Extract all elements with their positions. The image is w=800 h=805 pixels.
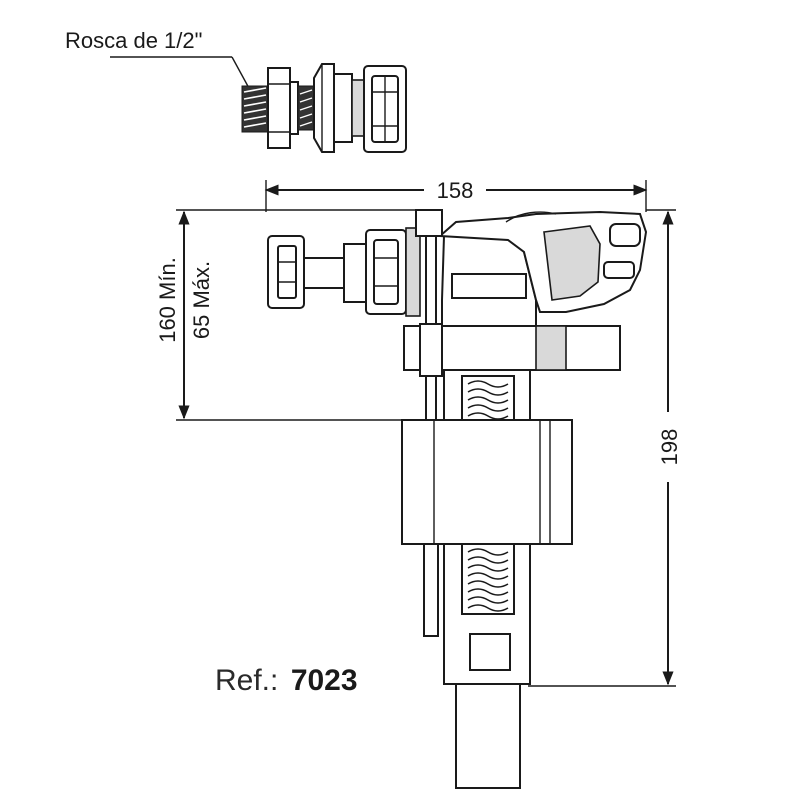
inlet-collar bbox=[343, 243, 367, 303]
reference-prefix: Ref.: bbox=[215, 664, 278, 697]
thread-nut bbox=[267, 67, 291, 149]
reference-label: Ref.: 7023 bbox=[215, 664, 358, 697]
rod-clip bbox=[419, 323, 443, 377]
thread-leader-diagonal bbox=[231, 56, 251, 91]
bottom-shank bbox=[455, 683, 521, 789]
thread-coil-grooves bbox=[243, 87, 267, 128]
thread-body bbox=[333, 73, 353, 143]
width-dimension: 158 bbox=[437, 178, 474, 203]
valve-head-band bbox=[451, 273, 527, 299]
upper-spring bbox=[467, 380, 509, 420]
inlet-window bbox=[469, 633, 511, 671]
float bbox=[401, 419, 573, 545]
thread-label: Rosca de 1/2" bbox=[65, 28, 202, 53]
fill-valve-assembly bbox=[267, 209, 648, 789]
thread-washer bbox=[289, 81, 299, 135]
inlet-gasket bbox=[405, 227, 421, 317]
lower-spring bbox=[467, 548, 509, 612]
thread-detail-part bbox=[241, 63, 407, 153]
thread-flange bbox=[313, 63, 335, 153]
inlet-stem bbox=[303, 257, 345, 289]
reference-number: 7023 bbox=[291, 664, 358, 697]
height-max-label: 65 Máx. bbox=[189, 261, 214, 339]
total-height-dimension: 198 bbox=[657, 429, 682, 466]
height-min-label: 160 Mín. bbox=[155, 257, 180, 343]
float-arm-clip bbox=[609, 223, 641, 247]
adjust-rod-lower bbox=[423, 543, 439, 637]
rod-top-cap bbox=[415, 209, 443, 237]
float-arm-cavity bbox=[543, 225, 601, 301]
